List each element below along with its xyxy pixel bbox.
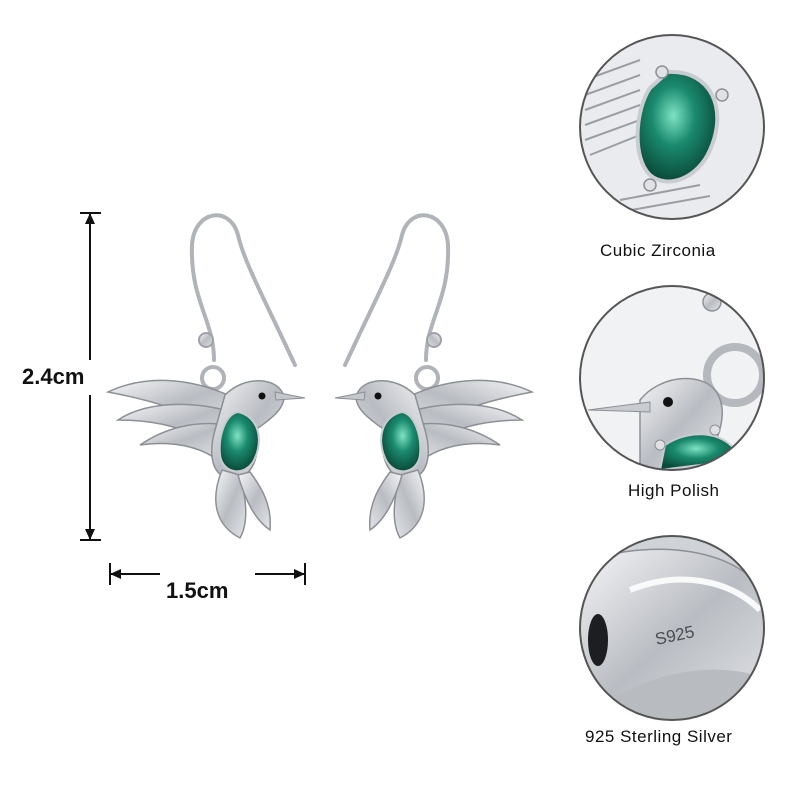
height-dimension <box>80 212 101 541</box>
detail-label-polish: High Polish <box>628 481 720 500</box>
right-earring <box>334 213 535 540</box>
width-dimension <box>109 563 306 585</box>
detail-polish-closeup <box>579 285 765 471</box>
height-label: 2.4cm <box>22 364 85 389</box>
width-label: 1.5cm <box>166 578 229 603</box>
detail-label-silver: 925 Sterling Silver <box>585 727 733 746</box>
detail-silver-stamp-closeup <box>579 535 765 721</box>
detail-label-zirconia: Cubic Zirconia <box>600 241 716 260</box>
detail-zirconia-closeup <box>579 34 765 220</box>
left-earring <box>105 213 306 540</box>
